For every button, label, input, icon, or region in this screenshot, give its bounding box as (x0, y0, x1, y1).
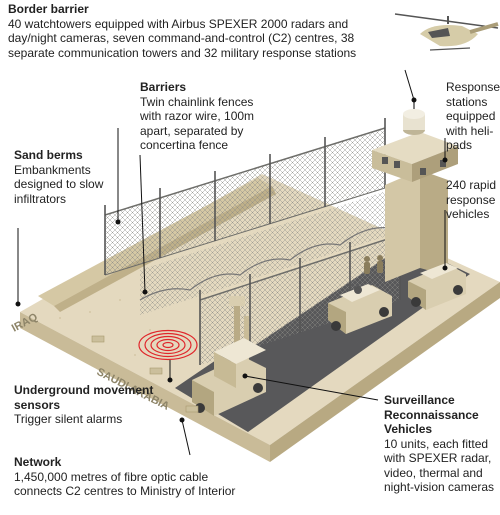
barriers-heading: Barriers (140, 80, 187, 94)
surveillance-callout: Surveillance Reconnaissance Vehicles 10 … (384, 393, 500, 495)
surveillance-heading: Surveillance Reconnaissance Vehicles (384, 393, 479, 436)
surveillance-body: 10 units, each fitted with SPEXER radar,… (384, 436, 495, 495)
rapid-vehicles-body: 240 rapid response vehicles (446, 178, 497, 221)
response-stations-body: Response stations equipped with heli-pad… (446, 80, 500, 152)
border-barrier-heading: Border barrier (8, 2, 89, 16)
border-barrier-body: 40 watchtowers equipped with Airbus SPEX… (8, 16, 357, 60)
network-heading: Network (14, 455, 62, 469)
network-callout: Network 1,450,000 metres of fibre optic … (14, 455, 254, 499)
soldiers (364, 255, 383, 274)
sand-berms-callout: Sand berms Embankments designed to slow … (14, 148, 124, 206)
sensor-rings (138, 329, 198, 361)
network-cable-boxes (91, 335, 199, 413)
underground-sensors-heading: Underground movement sensors (14, 383, 154, 412)
fence-row-outer (104, 127, 386, 276)
underground-sensors-body: Trigger silent alarms (14, 412, 123, 426)
barriers-callout: Barriers Twin chainlink fences with razo… (140, 80, 268, 153)
rapid-vehicles-callout: 240 rapid response vehicles (446, 178, 500, 222)
underground-sensors-callout: Underground movement sensors Trigger sil… (14, 383, 184, 427)
barriers-body: Twin chainlink fences with razor wire, 1… (140, 94, 255, 153)
fence-row-middle (139, 190, 391, 315)
rapid-response-vehicle-1 (328, 284, 392, 334)
leader-lines (15, 69, 448, 456)
response-stations-callout: Response stations equipped with heli-pad… (446, 80, 500, 153)
rapid-response-vehicle-2 (408, 263, 466, 310)
helicopter (394, 13, 499, 51)
network-body: 1,450,000 metres of fibre optic cable co… (14, 469, 236, 499)
sand-berms-body: Embankments designed to slow infiltrator… (14, 162, 104, 206)
surveillance-vehicle (192, 296, 266, 416)
sand-berms-heading: Sand berms (14, 148, 83, 162)
watchtower (372, 100, 458, 282)
border-barrier-callout: Border barrier 40 watchtowers equipped w… (8, 2, 380, 60)
